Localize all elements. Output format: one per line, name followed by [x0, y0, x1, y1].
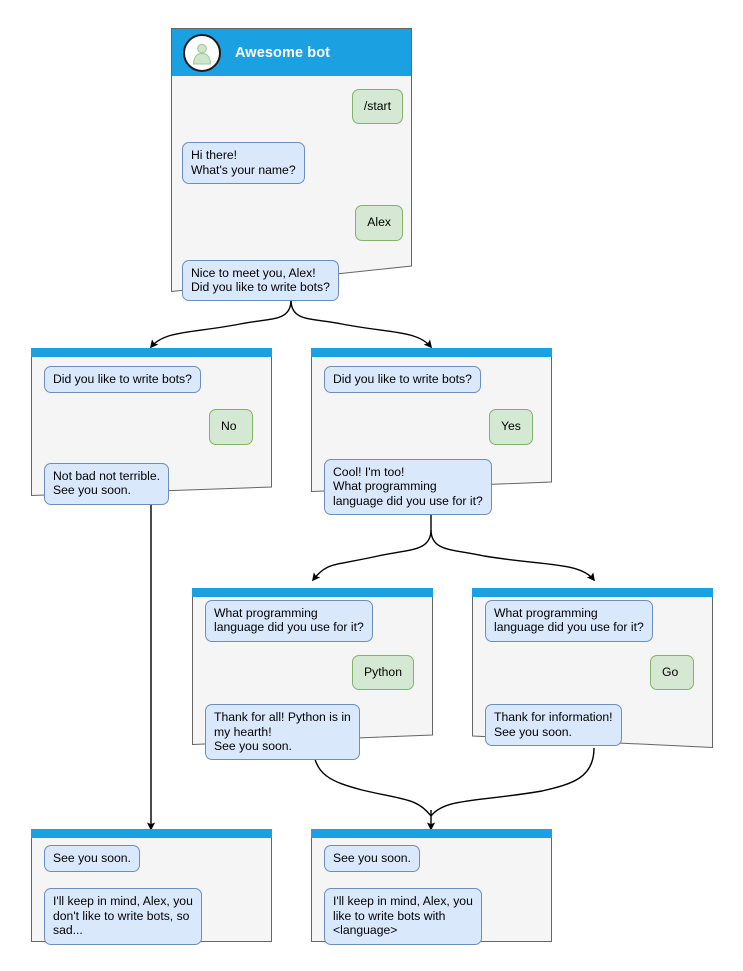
bot-message-bubble: I'll keep in mind, Alex, you don't like …	[44, 888, 202, 945]
chat-header-bar	[192, 588, 433, 597]
message-row: See you soon.	[44, 845, 263, 873]
message-row: Python	[201, 654, 414, 691]
node-end-happy[interactable]: See you soon. I'll keep in mind, Alex, y…	[311, 829, 552, 945]
message-row: No	[40, 409, 253, 445]
message-row: Hi there! What's your name?	[182, 142, 403, 185]
chat-area-end-happy: See you soon. I'll keep in mind, Alex, y…	[311, 838, 552, 945]
chat-header-bar	[31, 829, 272, 838]
chat-header-bar	[311, 348, 552, 357]
bot-message-bubble: Did you like to write bots?	[44, 366, 201, 394]
bot-message-bubble: Not bad not terrible. See you soon.	[44, 462, 170, 505]
bot-message-bubble: What programming language did you use fo…	[205, 600, 373, 642]
user-message-bubble: Yes	[489, 409, 533, 445]
message-row: /start	[180, 89, 403, 125]
person-avatar-icon	[183, 33, 221, 72]
message-row: What programming language did you use fo…	[485, 600, 704, 642]
message-row: Thank for all! Python is in my hearth! S…	[205, 704, 424, 761]
bot-message-bubble: Thank for information! See you soon.	[485, 704, 622, 747]
chat-area-root: /start Hi there! What's your name? Alex …	[171, 76, 412, 302]
message-row: See you soon.	[324, 845, 543, 873]
chat-area-end-sad: See you soon. I'll keep in mind, Alex, y…	[31, 838, 272, 945]
node-yes-branch[interactable]: Did you like to write bots? Yes Cool! I'…	[311, 348, 552, 516]
message-row: I'll keep in mind, Alex, you like to wri…	[324, 888, 543, 945]
chat-area-yes-branch: Did you like to write bots? Yes Cool! I'…	[311, 357, 552, 516]
node-end-sad[interactable]: See you soon. I'll keep in mind, Alex, y…	[31, 829, 272, 945]
user-message-bubble: Go	[650, 654, 694, 691]
chat-header-bar	[472, 588, 713, 597]
message-row: Yes	[320, 409, 533, 445]
bot-title: Awesome bot	[235, 44, 331, 61]
chat-area-python-branch: What programming language did you use fo…	[192, 597, 433, 761]
user-message-bubble: No	[209, 409, 253, 445]
chat-area-go-branch: What programming language did you use fo…	[472, 597, 713, 747]
chat-header-bar	[31, 348, 272, 357]
message-row: Alex	[180, 205, 403, 241]
bot-message-bubble: Did you like to write bots?	[324, 366, 481, 394]
node-no-branch[interactable]: Did you like to write bots? No Not bad n…	[31, 348, 272, 505]
node-root[interactable]: Awesome bot /start Hi there! What's your…	[171, 28, 412, 302]
message-row: What programming language did you use fo…	[205, 600, 424, 642]
bot-message-bubble: Thank for all! Python is in my hearth! S…	[205, 704, 360, 761]
bot-message-bubble: Cool! I'm too! What programming language…	[324, 458, 492, 516]
chat-area-no-branch: Did you like to write bots? No Not bad n…	[31, 357, 272, 505]
message-row: Cool! I'm too! What programming language…	[324, 458, 543, 516]
message-row: Go	[481, 654, 694, 691]
message-row: Thank for information! See you soon.	[485, 704, 704, 747]
user-message-bubble: Alex	[355, 205, 403, 241]
user-message-bubble: Python	[352, 654, 414, 691]
bot-message-bubble: What programming language did you use fo…	[485, 600, 653, 642]
message-row: Did you like to write bots?	[44, 366, 263, 394]
message-row: Not bad not terrible. See you soon.	[44, 462, 263, 505]
bot-message-bubble: See you soon.	[324, 845, 420, 873]
chat-header-bar	[311, 829, 552, 838]
chat-header-root: Awesome bot	[171, 28, 412, 76]
message-row: I'll keep in mind, Alex, you don't like …	[44, 888, 263, 945]
bot-message-bubble: Nice to meet you, Alex! Did you like to …	[182, 259, 339, 302]
bot-message-bubble: I'll keep in mind, Alex, you like to wri…	[324, 888, 482, 945]
message-row: Nice to meet you, Alex! Did you like to …	[182, 259, 403, 302]
bot-message-bubble: Hi there! What's your name?	[182, 142, 305, 185]
message-row: Did you like to write bots?	[324, 366, 543, 394]
user-message-bubble: /start	[351, 89, 403, 125]
bot-message-bubble: See you soon.	[44, 845, 140, 873]
node-python-branch[interactable]: What programming language did you use fo…	[192, 588, 433, 761]
node-go-branch[interactable]: What programming language did you use fo…	[472, 588, 713, 748]
